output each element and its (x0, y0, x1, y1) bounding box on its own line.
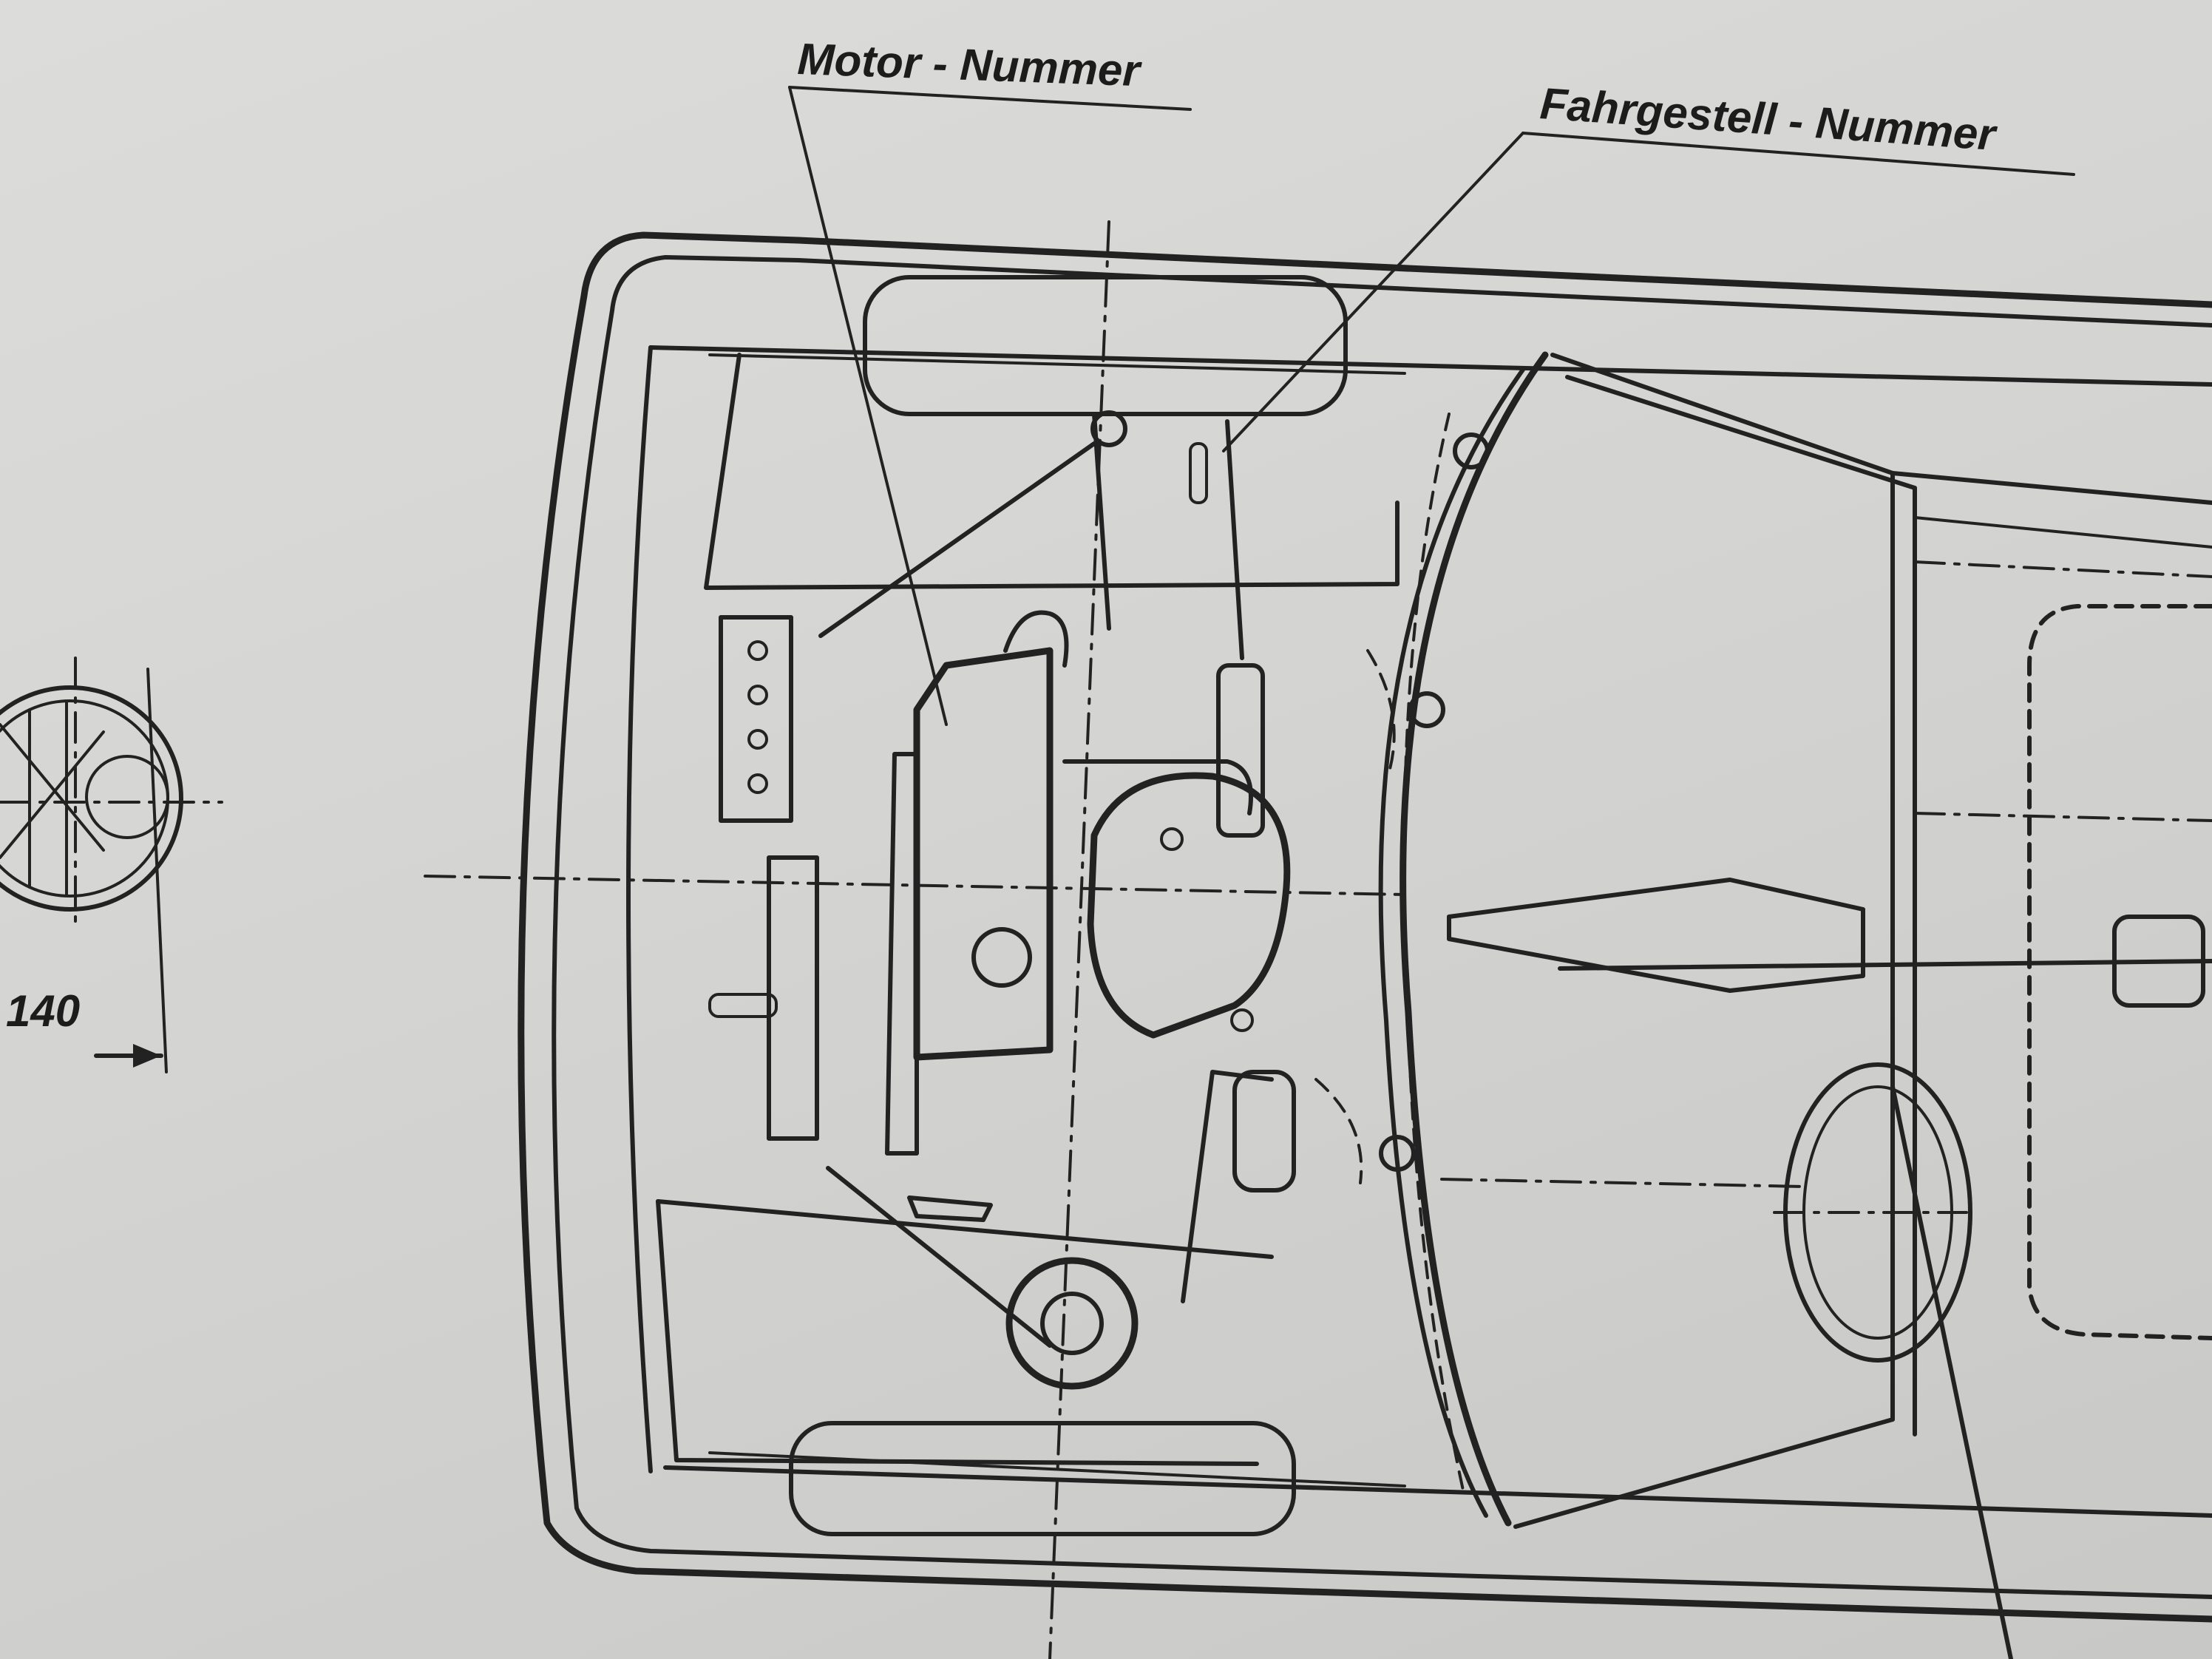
chassis-leader-line (1222, 132, 1524, 452)
engine-compartment (424, 220, 1805, 1659)
round-part-inner-circle (85, 755, 169, 839)
motor-leader-line (788, 86, 948, 726)
front-panel-left (704, 353, 1400, 590)
windshield-outer (1400, 351, 1549, 1527)
round-part-outline (0, 685, 183, 912)
gear-lever (1447, 878, 1865, 993)
air-filter (1087, 772, 1291, 1039)
brake-reservoir (1232, 1070, 1296, 1192)
windshield-frame (1378, 351, 2212, 1529)
battery (767, 855, 819, 1141)
oil-cap (971, 927, 1032, 988)
chassis-number-label: Fahrgestell - Nummer (1538, 78, 2000, 160)
front-panel-right (656, 1199, 1259, 1466)
chassis-plate (1216, 663, 1265, 838)
body-outer-outline (518, 231, 2212, 1623)
motor-label-underline (788, 86, 1192, 111)
relay-board (719, 615, 793, 823)
round-part-detail (0, 657, 223, 1073)
dimension-label-140: 140 (6, 986, 80, 1036)
dimension-arrow (133, 1044, 161, 1068)
car-body (518, 231, 2212, 1623)
chassis-label-underline (1521, 132, 2075, 176)
tie-rod-lower (826, 1166, 1052, 1348)
label-leaders (788, 86, 2075, 726)
cabin-frame (1513, 353, 1895, 1529)
seat-outline (2027, 604, 2212, 1340)
engine-block (913, 647, 1054, 1061)
dimension-line (146, 668, 168, 1073)
radiator-tank-bottom (789, 1421, 1296, 1536)
tie-rod-upper (818, 441, 1096, 638)
center-line (424, 875, 1406, 896)
steering-column-leader (1890, 1085, 2013, 1659)
cabin-interior (1447, 560, 2212, 1659)
motor-number-label: Motor - Nummer (797, 34, 1144, 95)
spare-wheel (1005, 1257, 1139, 1390)
